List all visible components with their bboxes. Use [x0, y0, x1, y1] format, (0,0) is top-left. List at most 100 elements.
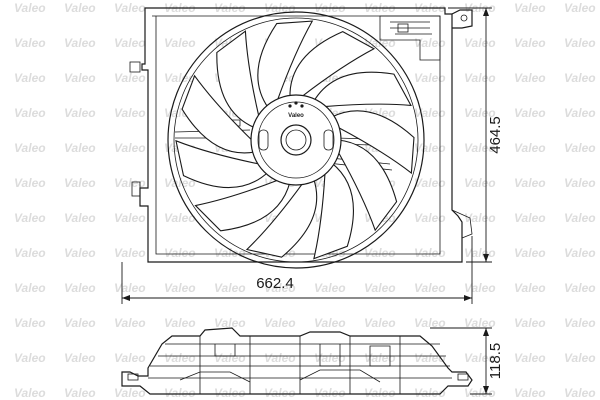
watermark-text: Valeo [514, 281, 546, 295]
watermark-text: Valeo [264, 351, 296, 365]
height-dimension: 464.5 [448, 7, 504, 263]
side-view [121, 327, 473, 395]
watermark-text: Valeo [114, 71, 146, 85]
watermark-text: Valeo [464, 106, 496, 120]
fan-blade [181, 74, 257, 154]
watermark-text: Valeo [414, 36, 446, 50]
watermark-text: Valeo [564, 176, 596, 190]
watermark-text: Valeo [14, 351, 46, 365]
watermark-text: Valeo [64, 211, 96, 225]
watermark-text: Valeo [114, 106, 146, 120]
watermark-text: Valeo [564, 141, 596, 155]
watermark-text: Valeo [414, 281, 446, 295]
watermark-text: Valeo [514, 246, 546, 260]
fan-blade [337, 139, 398, 232]
watermark-text: Valeo [114, 281, 146, 295]
fan-blade [313, 161, 354, 260]
watermark-text: Valeo [564, 246, 596, 260]
watermark-text: Valeo [464, 211, 496, 225]
watermark-text: Valeo [164, 386, 196, 400]
watermark-text: Valeo [114, 1, 146, 15]
watermark-text: Valeo [64, 246, 96, 260]
watermark-text: Valeo [564, 106, 596, 120]
watermark-text: Valeo [414, 176, 446, 190]
watermark-text: Valeo [564, 316, 596, 330]
watermark-text: Valeo [14, 71, 46, 85]
watermark-text: Valeo [214, 316, 246, 330]
watermark-text: Valeo [514, 211, 546, 225]
watermark-text: Valeo [164, 316, 196, 330]
watermark-text: Valeo [14, 316, 46, 330]
watermark-text: Valeo [114, 176, 146, 190]
watermark-text: Valeo [114, 351, 146, 365]
depth-dimension-label: 118.5 [487, 343, 504, 379]
watermark-text: Valeo [414, 316, 446, 330]
watermark-text: Valeo [64, 36, 96, 50]
watermark-text: Valeo [164, 36, 196, 50]
front-view: Valeo [129, 7, 473, 269]
watermark-text: Valeo [414, 246, 446, 260]
watermark-text: Valeo [264, 386, 296, 400]
width-dimension-label: 662.4 [256, 275, 294, 292]
watermark-text: Valeo [64, 71, 96, 85]
watermark-text: Valeo [514, 71, 546, 85]
watermark-text: Valeo [64, 106, 96, 120]
fan-blade [175, 139, 270, 189]
fan-blade [312, 71, 412, 108]
watermark-text: Valeo [514, 1, 546, 15]
watermark-text: Valeo [214, 351, 246, 365]
watermark-text: Valeo [414, 106, 446, 120]
watermark-text: Valeo [14, 176, 46, 190]
watermark-text: Valeo [214, 246, 246, 260]
watermark-text: Valeo [364, 281, 396, 295]
watermark-text: Valeo [164, 351, 196, 365]
watermark-text: Valeo [64, 316, 96, 330]
watermark-text: Valeo [464, 176, 496, 190]
watermark-text: Valeo [64, 351, 96, 365]
watermark-text: Valeo [164, 71, 196, 85]
watermark-text: Valeo [514, 351, 546, 365]
watermark-text: Valeo [564, 386, 596, 400]
watermark-text: Valeo [414, 211, 446, 225]
watermark-text: Valeo [64, 386, 96, 400]
watermark-text: Valeo [14, 281, 46, 295]
watermark-text: Valeo [164, 281, 196, 295]
watermark-text: Valeo [514, 36, 546, 50]
watermark-text: Valeo [364, 246, 396, 260]
watermark-text: Valeo [314, 386, 346, 400]
watermark-text: Valeo [264, 316, 296, 330]
watermark-text: Valeo [164, 211, 196, 225]
watermark-text: Valeo [414, 386, 446, 400]
watermark-text: Valeo [14, 141, 46, 155]
watermark-text: Valeo [64, 281, 96, 295]
fan-blade [194, 179, 291, 232]
height-dimension-label: 464.5 [487, 116, 504, 154]
fan-blade [289, 31, 376, 100]
fan-blades [175, 20, 415, 260]
depth-dimension: 118.5 [430, 327, 504, 395]
watermark-text: Valeo [114, 36, 146, 50]
watermark-text: Valeo [64, 1, 96, 15]
watermark-text: Valeo [464, 71, 496, 85]
watermark-text: Valeo [564, 211, 596, 225]
watermark-text: Valeo [564, 351, 596, 365]
watermark-text: Valeo [464, 386, 496, 400]
watermark-text: Valeo [364, 386, 396, 400]
watermark-text: Valeo [564, 1, 596, 15]
fan-blade [257, 20, 314, 110]
fan-blade [216, 30, 260, 129]
watermark-text: Valeo [114, 141, 146, 155]
hub-logo-text: Valeo [288, 113, 304, 119]
watermark-text: Valeo [214, 281, 246, 295]
watermark-text: Valeo [364, 316, 396, 330]
watermark-text: Valeo [564, 281, 596, 295]
watermark-text: Valeo [114, 211, 146, 225]
watermark-text: Valeo [464, 36, 496, 50]
watermark-text: Valeo [214, 386, 246, 400]
watermark-text: Valeo [564, 36, 596, 50]
watermark-text: Valeo [14, 106, 46, 120]
watermark-text: Valeo [514, 106, 546, 120]
watermark-text: Valeo [314, 351, 346, 365]
watermark-text: Valeo [514, 386, 546, 400]
